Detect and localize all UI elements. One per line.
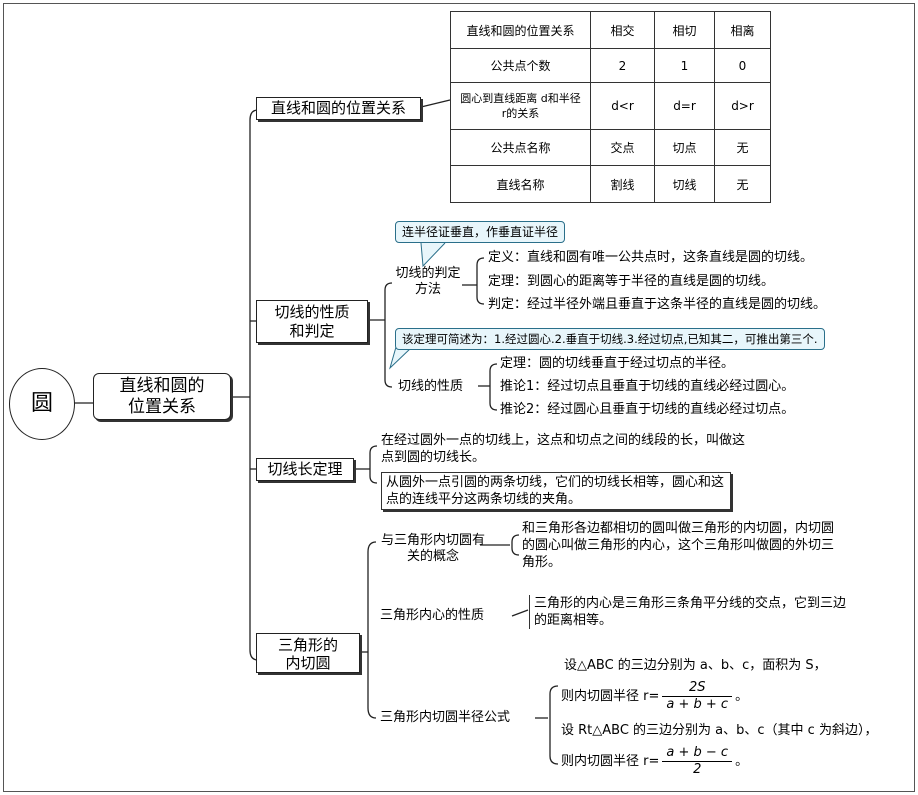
- table-header-row: 直线和圆的位置关系 相交 相切 相离: [450, 11, 771, 49]
- branch-incircle: 三角形的内切圆: [256, 633, 360, 673]
- callout-theorem-summary-text: 该定理可简述为：1.经过圆心.2.垂直于切线.3.经过切点,已知其二，可推出第三…: [402, 332, 818, 346]
- table-cell: 0: [714, 48, 771, 83]
- table-cell: d<r: [590, 82, 655, 130]
- formula-period: 。: [735, 689, 749, 704]
- prop-item: 定理：圆的切线垂直于经过切点的半径。: [500, 356, 735, 371]
- formula-period: 。: [735, 754, 749, 769]
- prop-item: 推论2：经过圆心且垂直于切线的直线必经过切点。: [500, 402, 795, 417]
- table-header-cell: 相离: [714, 11, 771, 49]
- table-cell: 割线: [590, 165, 655, 203]
- table-cell: 公共点个数: [450, 48, 591, 83]
- table-cell: 无: [714, 165, 771, 203]
- incenter-property-label: 三角形内心的性质: [380, 608, 485, 623]
- branch-tangent-properties: 切线的性质和判定: [256, 300, 368, 343]
- incircle-concept-label-text: 与三角形内切圆有关的概念: [380, 533, 485, 564]
- formula-line-2-prefix: 则内切圆半径 r=: [561, 689, 660, 704]
- judge-item: 定义：直线和圆有唯一公共点时，这条直线是圆的切线。: [488, 250, 814, 265]
- root-node-circle: 圆: [9, 368, 75, 440]
- position-relation-table: 直线和圆的位置关系 相交 相切 相离 公共点个数 2 1 0 圆心到直线距离 d…: [450, 11, 771, 203]
- branch-position-relation-label: 直线和圆的位置关系: [270, 99, 406, 117]
- table-cell: d=r: [654, 82, 715, 130]
- incircle-radius-formula-label: 三角形内切圆半径公式: [380, 710, 511, 725]
- root-label: 圆: [30, 391, 53, 416]
- prop-item: 推论1：经过切点且垂直于切线的直线必经过圆心。: [500, 379, 795, 394]
- table-header-cell: 相切: [654, 11, 715, 49]
- branch-position-relation: 直线和圆的位置关系: [256, 97, 421, 120]
- page-frame: [3, 3, 915, 792]
- formula-line-4-prefix: 则内切圆半径 r=: [561, 754, 660, 769]
- formula-denominator: a + b + c: [666, 697, 729, 712]
- branch-tangent-properties-label: 切线的性质和判定: [274, 303, 350, 340]
- table-cell: d>r: [714, 82, 771, 130]
- formula-line-1: 设△ABC 的三边分别为 a、b、c，面积为 S，: [564, 658, 827, 673]
- main-topic-label: 直线和圆的位置关系: [119, 376, 205, 417]
- table-cell: 切点: [654, 129, 715, 166]
- tangent-length-definition: 在经过圆外一点的切线上，这点和切点之间的线段的长，叫做这点到圆的切线长。: [381, 433, 746, 465]
- table-cell: 无: [714, 129, 771, 166]
- formula-denominator: 2: [693, 762, 702, 777]
- callout-proof-tip-text: 连半径证垂直，作垂直证半径: [402, 225, 559, 239]
- tangent-judge-label: 切线的判定方法: [394, 266, 462, 298]
- table-cell: 公共点名称: [450, 129, 591, 166]
- table-header-cell: 直线和圆的位置关系: [450, 11, 591, 49]
- table-row: 公共点名称 交点 切点 无: [450, 129, 771, 166]
- formula-numerator: a + b − c: [662, 745, 733, 762]
- table-row: 圆心到直线距离 d和半径 r的关系 d<r d=r d>r: [450, 82, 771, 130]
- table-cell: 交点: [590, 129, 655, 166]
- table-cell: 切线: [654, 165, 715, 203]
- branch-tangent-length-label: 切线长定理: [267, 460, 343, 478]
- incircle-concept-text: 和三角形各边都相切的圆叫做三角形的内切圆，内切圆的圆心叫做三角形的内心，这个三角…: [522, 521, 835, 570]
- incircle-concept-label: 与三角形内切圆有关的概念: [380, 533, 486, 565]
- formula-numerator: 2S: [662, 680, 733, 697]
- table-row: 直线名称 割线 切线 无: [450, 165, 771, 203]
- table-cell: 1: [654, 48, 715, 83]
- table-header-cell: 相交: [590, 11, 655, 49]
- tangent-length-theorem: 从圆外一点引圆的两条切线，它们的切线长相等，圆心和这点的连线平分这两条切线的夹角…: [381, 472, 731, 510]
- judge-item: 判定：经过半径外端且垂直于这条半径的直线是圆的切线。: [488, 297, 827, 312]
- incenter-property-text: 三角形的内心是三角形三条角平分线的交点，它到三边的距离相等。: [529, 595, 856, 629]
- branch-tangent-length: 切线长定理: [256, 458, 354, 481]
- judge-item: 定理：到圆心的距离等于半径的直线是圆的切线。: [488, 274, 775, 289]
- main-topic-node: 直线和圆的位置关系: [93, 373, 231, 420]
- formula-line-3: 设 Rt△ABC 的三边分别为 a、b、c（其中 c 为斜边），: [561, 723, 878, 738]
- table-cell: 直线名称: [450, 165, 591, 203]
- table-cell: 2: [590, 48, 655, 83]
- branch-incircle-label: 三角形的内切圆: [277, 636, 338, 672]
- callout-proof-tip: 连半径证垂直，作垂直证半径: [395, 221, 566, 243]
- tangent-prop-label: 切线的性质: [398, 379, 464, 394]
- table-row: 公共点个数 2 1 0: [450, 48, 771, 83]
- table-cell: 圆心到直线距离 d和半径 r的关系: [450, 82, 591, 130]
- tangent-judge-label-text: 切线的判定方法: [395, 266, 461, 297]
- callout-theorem-summary: 该定理可简述为：1.经过圆心.2.垂直于切线.3.经过切点,已知其二，可推出第三…: [395, 328, 825, 350]
